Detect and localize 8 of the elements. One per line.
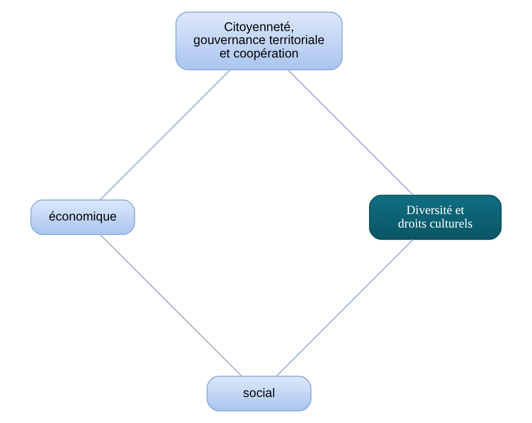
connector: [276, 239, 414, 377]
node-box: social: [206, 376, 312, 412]
node-box: Diversité et droits culturels: [369, 194, 502, 240]
connector: [288, 70, 414, 196]
connector: [100, 70, 230, 200]
node-box: économique: [30, 200, 136, 236]
node-box: Citoyenneté, gouvernance territoriale et coopération: [175, 12, 343, 70]
connector: [100, 234, 242, 376]
